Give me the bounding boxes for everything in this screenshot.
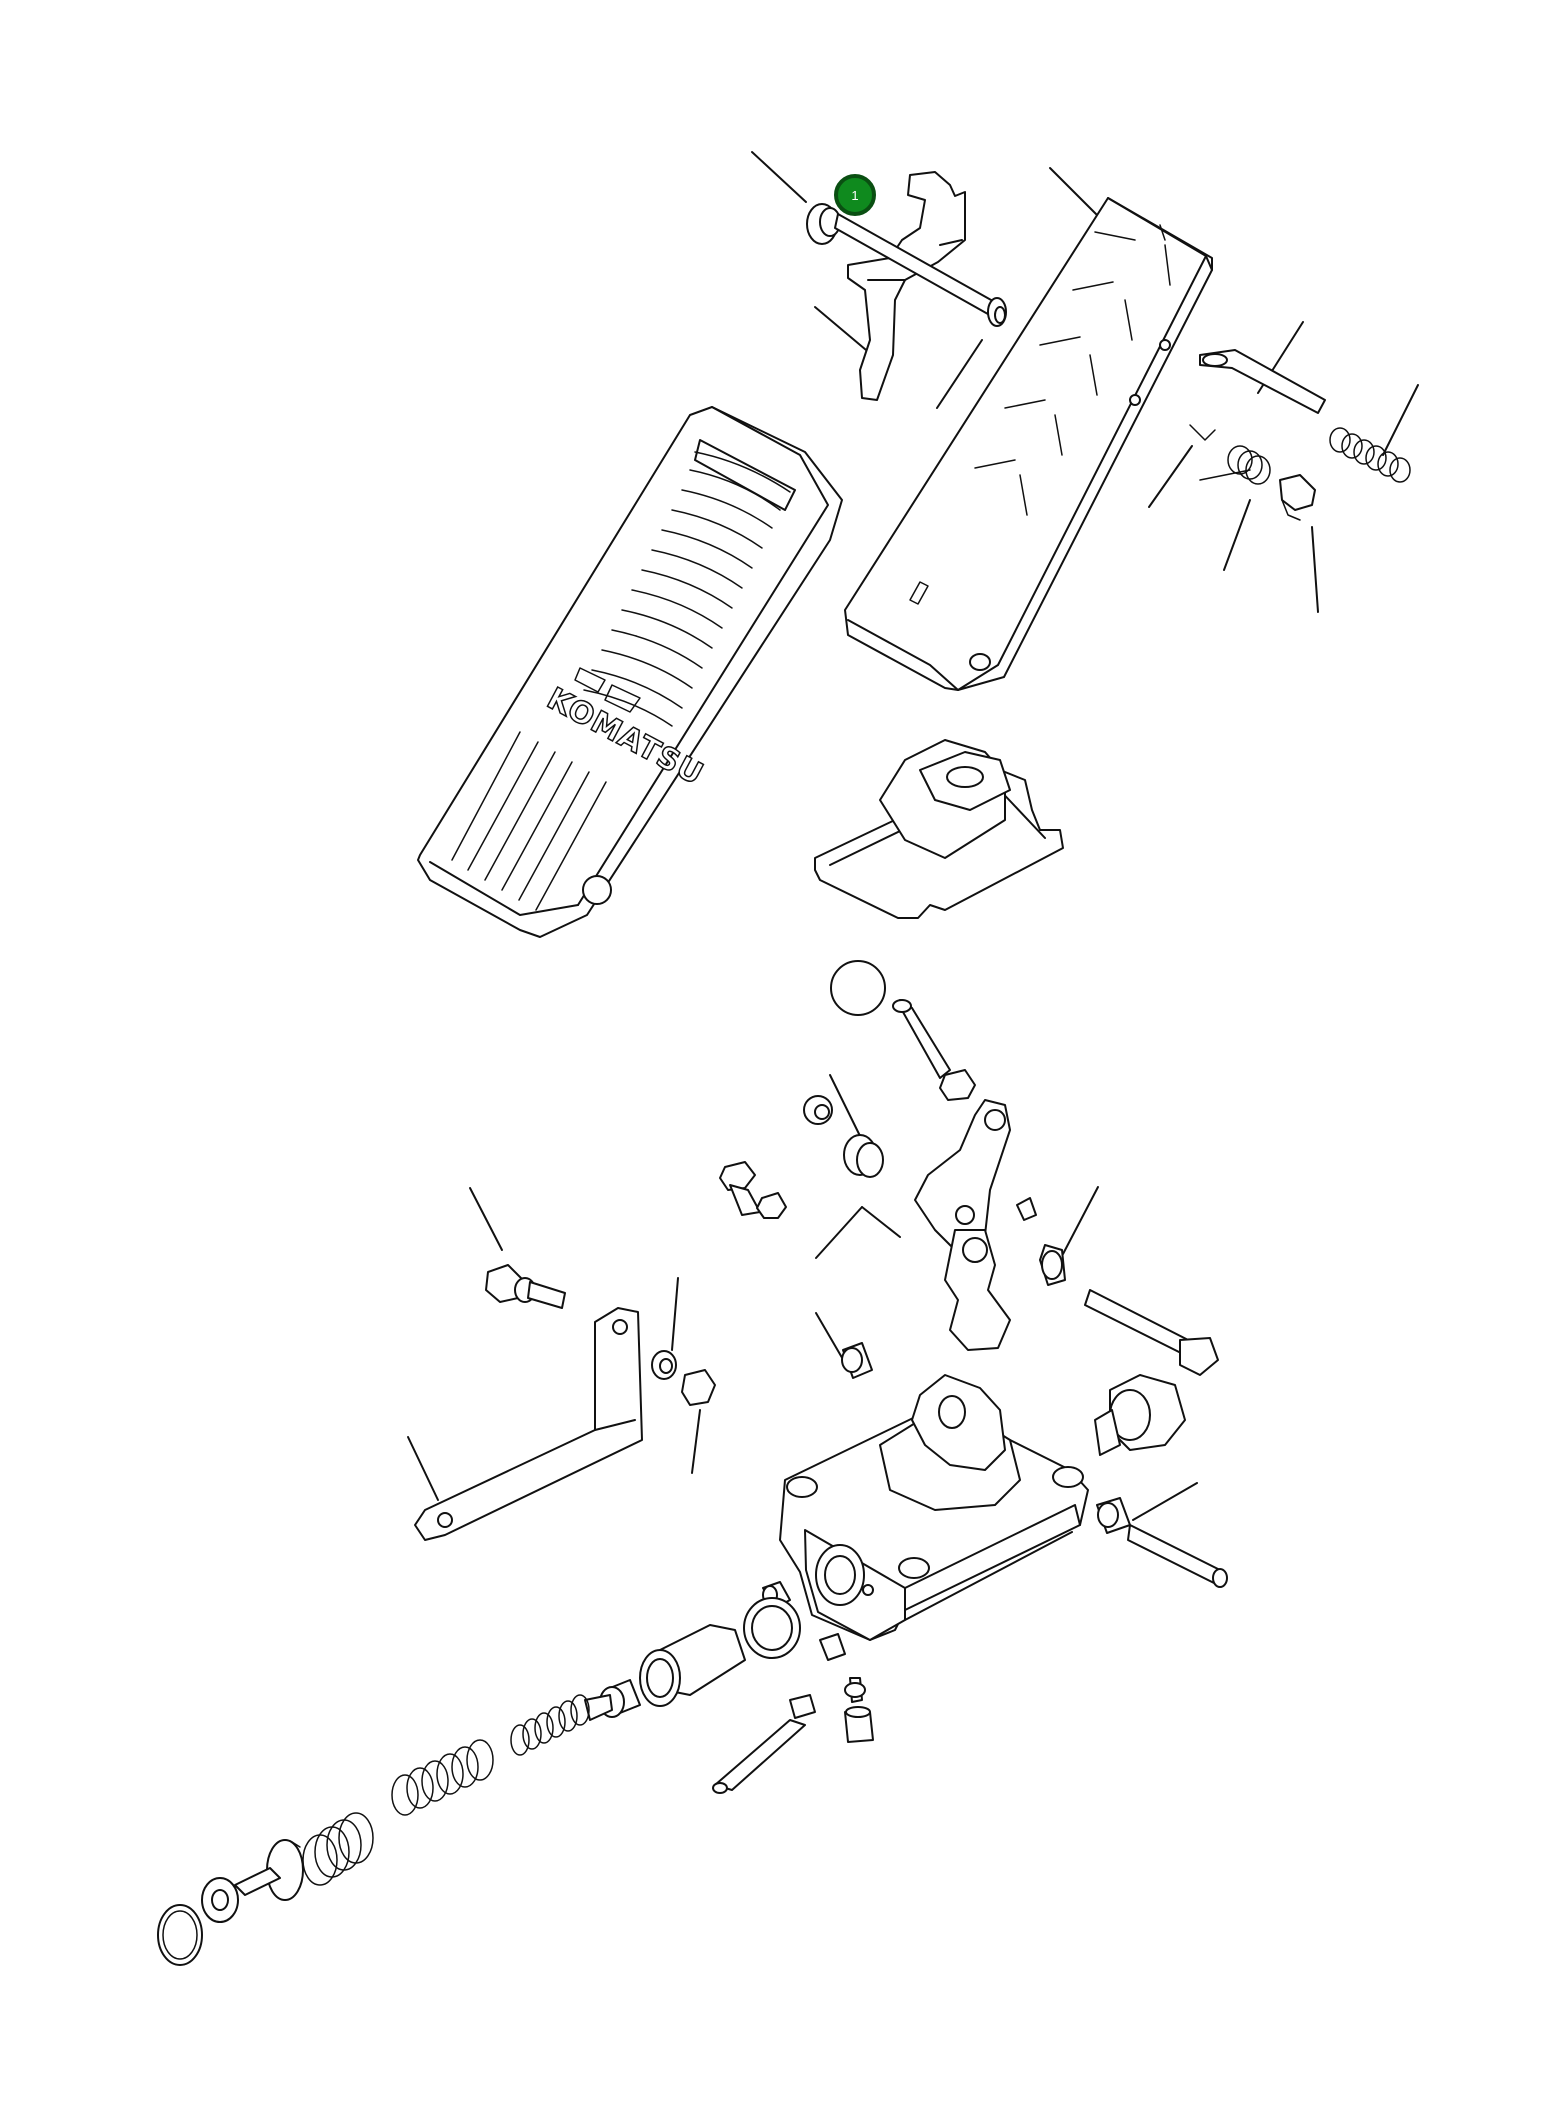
pedal-bracket-plate [844, 197, 1213, 691]
callout-label: 1 [851, 188, 858, 203]
valve-body [779, 1374, 1089, 1641]
valve-side-parts [712, 1581, 874, 1794]
outer-spring [391, 1739, 494, 1816]
pedal-grooves [451, 731, 607, 911]
l-bracket [414, 1307, 643, 1541]
plunger [584, 1679, 641, 1721]
right-pin [1199, 349, 1326, 414]
pedal-pad: KOMATSU [417, 406, 843, 938]
mid-pushrod [892, 999, 951, 1079]
torsion-spring [1189, 424, 1271, 485]
left-washer-nut [651, 1350, 716, 1406]
mid-small-parts [719, 1161, 1037, 1221]
sleeve-right [1096, 1497, 1131, 1534]
sleeve-upper [841, 1342, 873, 1379]
long-pin [1084, 1289, 1219, 1376]
plug [1094, 1374, 1186, 1456]
leader-lines [407, 151, 1419, 1521]
mid-nut [939, 1069, 976, 1101]
retainer [201, 1867, 281, 1923]
right-bolt [1279, 474, 1316, 521]
rubber-boot [814, 739, 1064, 919]
top-lever [847, 171, 966, 401]
left-bolt [485, 1264, 566, 1309]
spool [639, 1624, 746, 1707]
cap [830, 960, 886, 1016]
o-ring [157, 1904, 203, 1966]
mid-washers [803, 1095, 1066, 1286]
plate-slots [974, 224, 1171, 516]
pedal-ribs [583, 451, 791, 727]
end-spring [302, 1812, 374, 1886]
right-compression-spring [1329, 427, 1411, 483]
top-pin-assembly [806, 203, 1007, 327]
callout-marker-1[interactable]: 1 [834, 174, 876, 216]
right-rod [1127, 1524, 1228, 1588]
inner-spring [510, 1694, 590, 1756]
mid-lever [914, 1099, 1011, 1351]
